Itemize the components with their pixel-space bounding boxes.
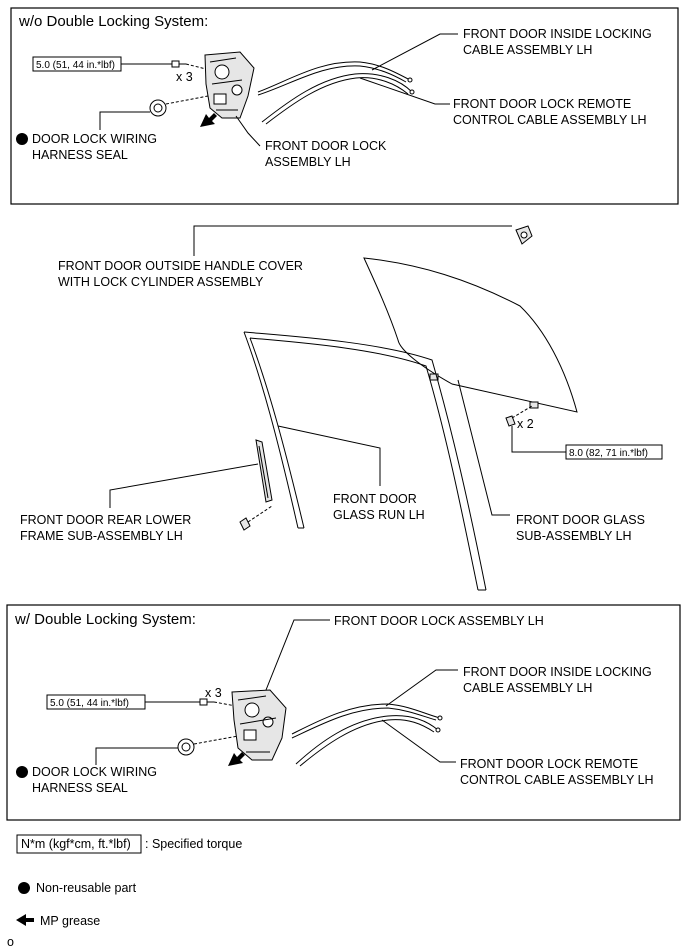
bottom-section: w/ Double Locking System: FRONT DOOR LOC…	[6, 604, 681, 821]
bottom-inside-cable-label-1: FRONT DOOR INSIDE LOCKING	[463, 665, 652, 679]
rear-lower-frame-sub-assembly	[255, 439, 273, 503]
handle-cover-label-2: WITH LOCK CYLINDER ASSEMBLY	[58, 275, 264, 289]
top-torque-value: 5.0 (51, 44 in.*lbf)	[36, 60, 115, 71]
legend-nonreusable-icon	[18, 882, 30, 894]
front-door-glass-run	[243, 331, 487, 591]
bottom-torque-value: 5.0 (51, 44 in.*lbf)	[50, 698, 129, 709]
top-remote-cable-label-2: CONTROL CABLE ASSEMBLY LH	[453, 113, 647, 127]
legend-torque-box-label: N*m (kgf*cm, ft.*lbf)	[21, 837, 131, 851]
bottom-remote-cable-label-2: CONTROL CABLE ASSEMBLY LH	[460, 773, 654, 787]
top-section-frame	[10, 7, 679, 205]
glass-label-2: SUB-ASSEMBLY LH	[516, 529, 632, 543]
legend-torque-text: : Specified torque	[145, 837, 242, 851]
top-section-header: w/o Double Locking System:	[18, 13, 208, 30]
glass-bolts	[505, 405, 533, 427]
top-section: w/o Double Locking System: 5.0 (51, 44 i…	[10, 7, 679, 205]
rear-frame-label-1: FRONT DOOR REAR LOWER	[20, 513, 191, 527]
bottom-harness-seal-ring	[177, 738, 195, 756]
top-inside-locking-cable	[257, 61, 413, 96]
top-door-lock-assembly	[204, 51, 255, 119]
top-lock-label-2: ASSEMBLY LH	[265, 155, 351, 169]
top-remote-cable-label-1: FRONT DOOR LOCK REMOTE	[453, 97, 631, 111]
bottom-nonreusable-mark-icon	[16, 766, 28, 778]
bottom-inside-cable-label-2: CABLE ASSEMBLY LH	[463, 681, 592, 695]
bottom-seal-label-1: DOOR LOCK WIRING	[32, 765, 157, 779]
middle-section: FRONT DOOR OUTSIDE HANDLE COVER WITH LOC…	[20, 225, 663, 591]
top-lock-label-1: FRONT DOOR LOCK	[265, 139, 387, 153]
glass-torque-box	[565, 444, 663, 460]
rear-frame-bolt	[239, 505, 273, 531]
rear-frame-label-2: FRAME SUB-ASSEMBLY LH	[20, 529, 183, 543]
bottom-seal-label-2: HARNESS SEAL	[32, 781, 128, 795]
front-door-glass	[363, 257, 578, 413]
top-inside-cable-label-2: CABLE ASSEMBLY LH	[463, 43, 592, 57]
top-seal-label-1: DOOR LOCK WIRING	[32, 132, 157, 146]
bottom-lock-screw	[199, 698, 214, 706]
legend-grease-arrow-icon	[16, 914, 34, 926]
top-nonreusable-mark-icon	[16, 133, 28, 145]
bottom-section-frame	[6, 604, 681, 821]
bottom-door-lock-assembly	[231, 689, 287, 761]
legend: N*m (kgf*cm, ft.*lbf) : Specified torque…	[7, 834, 242, 949]
bottom-remote-control-cable	[295, 715, 441, 767]
top-inside-cable-label-1: FRONT DOOR INSIDE LOCKING	[463, 27, 652, 41]
bottom-lock-label: FRONT DOOR LOCK ASSEMBLY LH	[334, 614, 544, 628]
bottom-remote-cable-label-1: FRONT DOOR LOCK REMOTE	[460, 757, 638, 771]
bottom-section-header: w/ Double Locking System:	[14, 611, 196, 628]
top-seal-label-2: HARNESS SEAL	[32, 148, 128, 162]
corner-mark: o	[7, 935, 14, 949]
glass-torque-value: 8.0 (82, 71 in.*lbf)	[569, 448, 648, 459]
top-grease-arrow-icon	[200, 113, 217, 127]
bottom-inside-locking-cable	[291, 703, 443, 739]
top-remote-control-cable	[261, 73, 415, 125]
legend-torque-box	[16, 834, 142, 854]
legend-grease-label: MP grease	[40, 914, 100, 928]
top-qty: x 3	[176, 70, 193, 84]
glass-run-label-1: FRONT DOOR	[333, 492, 417, 506]
outside-handle-cover-part	[515, 225, 533, 245]
legend-nonreusable-label: Non-reusable part	[36, 881, 137, 895]
bottom-grease-arrow-icon	[228, 752, 245, 766]
handle-cover-label-1: FRONT DOOR OUTSIDE HANDLE COVER	[58, 259, 303, 273]
glass-qty: x 2	[517, 417, 534, 431]
glass-run-label-2: GLASS RUN LH	[333, 508, 425, 522]
top-lock-screw	[171, 60, 186, 68]
bottom-qty: x 3	[205, 686, 222, 700]
top-harness-seal-ring	[149, 99, 167, 117]
glass-label-1: FRONT DOOR GLASS	[516, 513, 645, 527]
